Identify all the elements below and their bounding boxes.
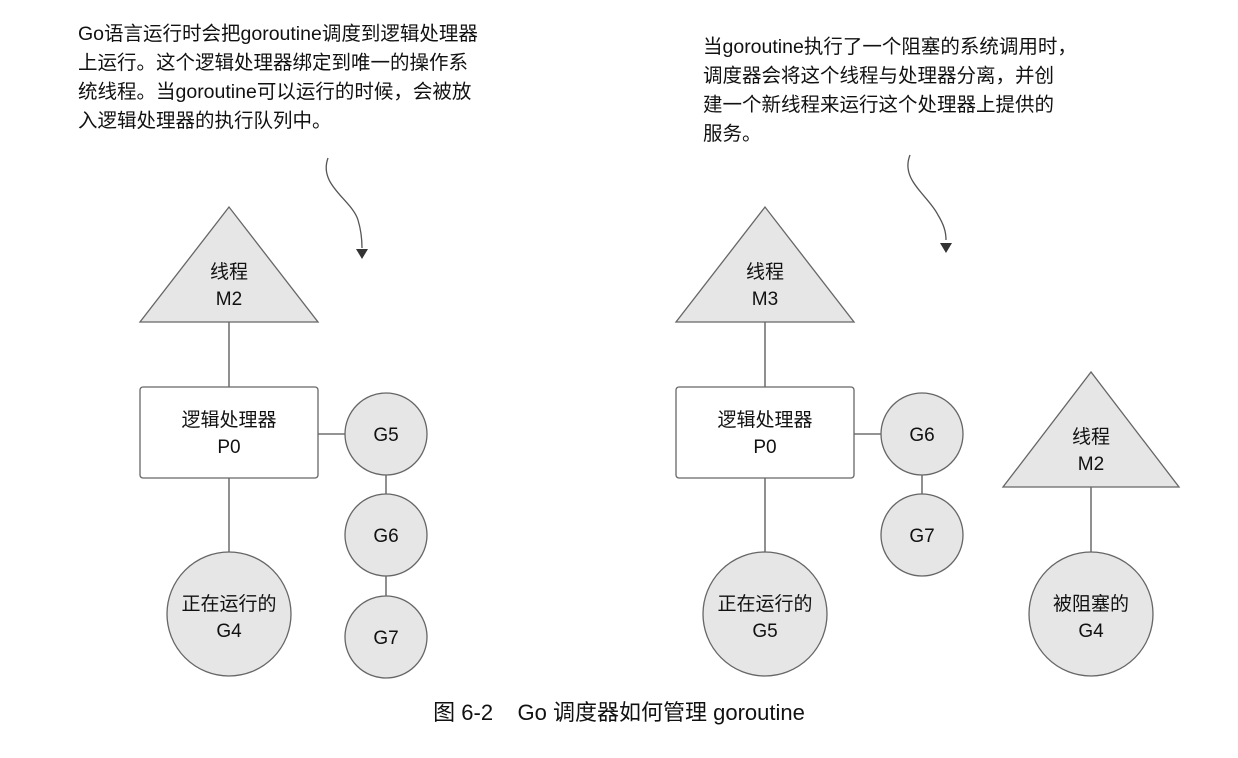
running-goroutine-id: G5 [752, 621, 777, 642]
right-blocked-thread-m2: 线程 M2 [1001, 370, 1181, 488]
left-running-goroutine: 正在运行的 G4 [166, 551, 292, 677]
left-callout-arrowhead [356, 249, 368, 259]
right-blocked-goroutine: 被阻塞的 G4 [1028, 551, 1154, 677]
running-goroutine-id: G4 [216, 621, 242, 642]
processor-id: P0 [753, 437, 776, 458]
blocked-goroutine-id: G4 [1078, 621, 1104, 642]
right-queue-goroutine: G7 [880, 493, 964, 577]
right-annotation-line: 建一个新线程来运行这个处理器上提供的 [703, 94, 1055, 116]
goroutine-id: G6 [373, 526, 398, 547]
thread-id: M3 [752, 289, 778, 310]
left-annotation-line: 入逻辑处理器的执行队列中。 [78, 110, 332, 132]
left-queue-goroutine: G5 [344, 392, 428, 476]
figure-caption: 图 6-2 Go 调度器如何管理 goroutine [0, 695, 1238, 727]
thread-id: M2 [216, 289, 242, 310]
goroutine-id: G7 [373, 628, 398, 649]
processor-label: 逻辑处理器 [717, 409, 812, 431]
right-annotation: 当goroutine执行了一个阻塞的系统调用时， 调度器会将这个线程与处理器分离… [703, 33, 1077, 149]
left-callout-curve [325, 157, 363, 249]
thread-label: 线程 [210, 261, 248, 283]
right-running-goroutine: 正在运行的 G5 [702, 551, 828, 677]
left-annotation-line: 上运行。这个逻辑处理器绑定到唯一的操作系 [78, 52, 469, 74]
running-label: 正在运行的 [181, 593, 276, 615]
processor-label: 逻辑处理器 [181, 409, 276, 431]
figure-title: Go 调度器如何管理 goroutine [517, 700, 805, 725]
right-annotation-line: 当goroutine执行了一个阻塞的系统调用时， [703, 36, 1077, 58]
left-queue-goroutine: G6 [344, 493, 428, 577]
blocked-label: 被阻塞的 [1053, 593, 1129, 615]
thread-label: 线程 [746, 261, 784, 283]
goroutine-id: G7 [909, 526, 934, 547]
left-thread-m2: 线程 M2 [138, 205, 320, 323]
right-queue-goroutine: G6 [880, 392, 964, 476]
left-annotation-line: Go语言运行时会把goroutine调度到逻辑处理器 [78, 23, 478, 45]
goroutine-id: G6 [909, 425, 934, 446]
figure-number: 图 6-2 [433, 700, 494, 725]
processor-id: P0 [217, 437, 240, 458]
left-queue-goroutine: G7 [344, 595, 428, 679]
thread-id: M2 [1078, 454, 1104, 475]
right-annotation-line: 调度器会将这个线程与处理器分离，并创 [703, 65, 1055, 87]
left-annotation: Go语言运行时会把goroutine调度到逻辑处理器 上运行。这个逻辑处理器绑定… [78, 20, 478, 136]
left-processor-p0: 逻辑处理器 P0 [139, 386, 319, 479]
right-callout-curve [907, 154, 947, 241]
right-thread-m3: 线程 M3 [674, 205, 856, 323]
thread-label: 线程 [1072, 426, 1110, 448]
right-annotation-line: 服务。 [703, 123, 762, 145]
running-label: 正在运行的 [717, 593, 812, 615]
goroutine-id: G5 [373, 425, 398, 446]
right-callout-arrowhead [940, 243, 952, 253]
right-processor-p0: 逻辑处理器 P0 [675, 386, 855, 479]
left-annotation-line: 统线程。当goroutine可以运行的时候，会被放 [78, 81, 472, 103]
